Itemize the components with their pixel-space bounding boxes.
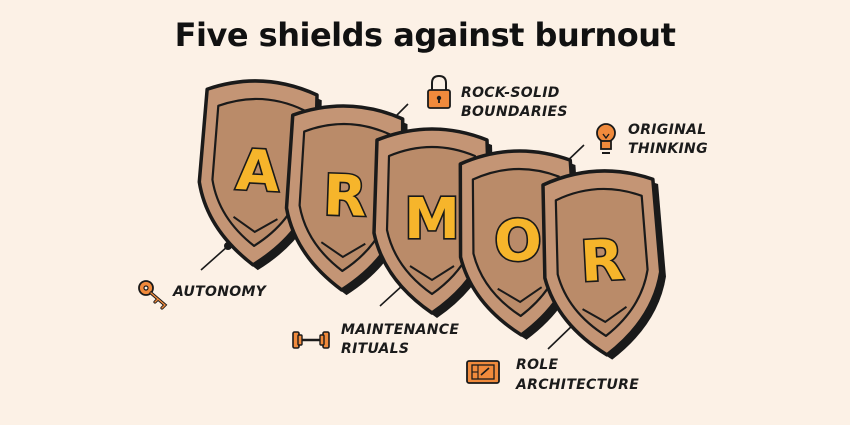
connector-autonomy <box>200 245 229 271</box>
dumbbell-icon <box>292 331 330 349</box>
blueprint-icon <box>466 360 500 384</box>
shield-4: O <box>455 147 585 342</box>
label-maintenance-line2: RITUALS <box>341 341 409 357</box>
label-role: ROLE ARCHITECTURE <box>466 357 639 393</box>
shield-1: A <box>193 76 326 274</box>
label-thinking-line1: ORIGINAL <box>628 122 706 138</box>
key-icon <box>138 280 168 310</box>
shield-letter-3: M <box>404 187 460 252</box>
label-role-line2: ARCHITECTURE <box>515 377 639 393</box>
shield-letter-1: A <box>235 138 282 205</box>
label-boundaries-line1: ROCK-SOLID <box>461 85 560 101</box>
label-autonomy: AUTONOMY <box>138 280 268 310</box>
shield-3: M <box>372 127 495 318</box>
label-role-line1: ROLE <box>516 357 559 373</box>
shield-letter-2: R <box>322 163 367 229</box>
label-boundaries-line2: BOUNDARIES <box>461 104 568 120</box>
label-thinking-line2: THINKING <box>628 141 708 157</box>
label-boundaries: ROCK-SOLID BOUNDARIES <box>427 74 568 120</box>
label-maintenance-line1: MAINTENANCE <box>341 322 459 338</box>
label-maintenance: MAINTENANCE RITUALS <box>292 322 459 357</box>
label-autonomy-line1: AUTONOMY <box>172 284 268 300</box>
shield-5: R <box>537 166 671 363</box>
shield-2: R <box>281 102 411 298</box>
shield-letter-5: R <box>579 228 625 295</box>
label-thinking: ORIGINAL THINKING <box>596 122 708 157</box>
shield-letter-4: O <box>493 208 543 275</box>
connector-maintenance <box>379 284 404 307</box>
page-title: Five shields against burnout <box>174 16 676 54</box>
padlock-icon <box>427 74 451 109</box>
lightbulb-icon <box>596 123 616 154</box>
